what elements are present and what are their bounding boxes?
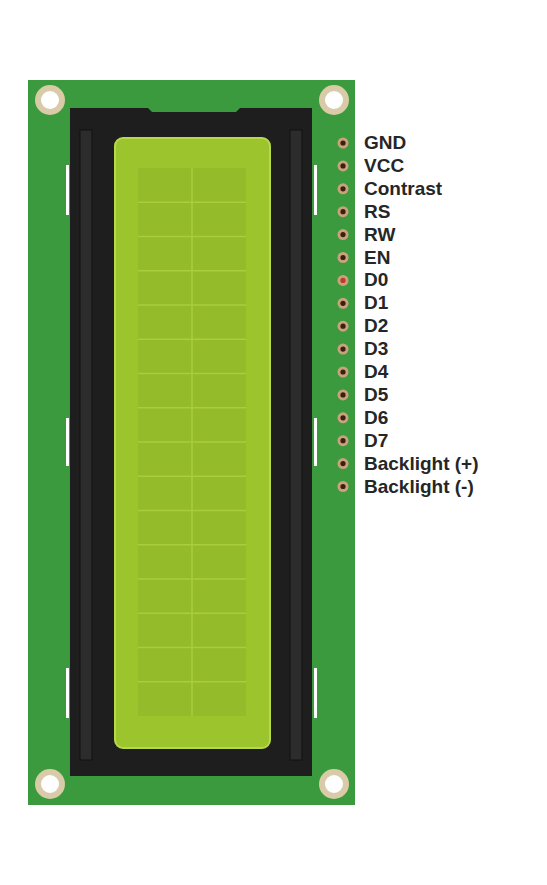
pin-label: GND xyxy=(364,132,406,154)
bezel-tick xyxy=(314,418,317,466)
pcb-board xyxy=(28,80,355,805)
mounting-hole xyxy=(319,769,349,799)
mounting-hole-center xyxy=(41,775,59,793)
pin-label: D3 xyxy=(364,338,388,360)
pin-label: D0 xyxy=(364,269,388,291)
mounting-hole-center xyxy=(41,91,59,109)
pin-label: Contrast xyxy=(364,178,442,200)
pin xyxy=(338,252,349,263)
pin xyxy=(338,389,349,400)
pin-label: D4 xyxy=(364,361,388,383)
pin-label: VCC xyxy=(364,155,404,177)
character-grid xyxy=(138,168,246,716)
mounting-hole-center xyxy=(325,91,343,109)
pin-label: D1 xyxy=(364,292,388,314)
pin xyxy=(338,275,349,286)
bezel-tick xyxy=(66,418,69,466)
pin xyxy=(338,160,349,171)
pin xyxy=(338,481,349,492)
pin xyxy=(338,458,349,469)
bezel-tick xyxy=(314,668,317,718)
pin xyxy=(338,412,349,423)
mounting-hole xyxy=(35,769,65,799)
bezel-ridge xyxy=(80,130,92,760)
header-pins xyxy=(338,138,349,493)
pin xyxy=(338,229,349,240)
bezel-tick xyxy=(66,668,69,718)
pin-label: D7 xyxy=(364,430,388,452)
lcd-screen xyxy=(115,138,270,748)
lcd-bezel xyxy=(70,108,312,776)
pin xyxy=(338,367,349,378)
bezel-tick xyxy=(66,165,69,215)
pin-label: RW xyxy=(364,224,395,246)
pin xyxy=(338,435,349,446)
mounting-hole xyxy=(319,85,349,115)
pin xyxy=(338,344,349,355)
mounting-hole xyxy=(35,85,65,115)
character-grid-lines xyxy=(138,168,246,716)
pin xyxy=(338,206,349,217)
pin-label: RS xyxy=(364,201,390,223)
pin-label: Backlight (+) xyxy=(364,453,479,475)
mounting-hole-center xyxy=(325,775,343,793)
bezel-ridge xyxy=(290,130,302,760)
mounting-holes xyxy=(35,85,349,799)
pin xyxy=(338,321,349,332)
pin xyxy=(338,183,349,194)
pin xyxy=(338,138,349,149)
pin xyxy=(338,298,349,309)
pin-label: D5 xyxy=(364,384,388,406)
pin-label: D6 xyxy=(364,407,388,429)
bezel-tick xyxy=(314,165,317,215)
pin-label: D2 xyxy=(364,315,388,337)
pin-label: Backlight (-) xyxy=(364,476,474,498)
pin-label: EN xyxy=(364,247,390,269)
